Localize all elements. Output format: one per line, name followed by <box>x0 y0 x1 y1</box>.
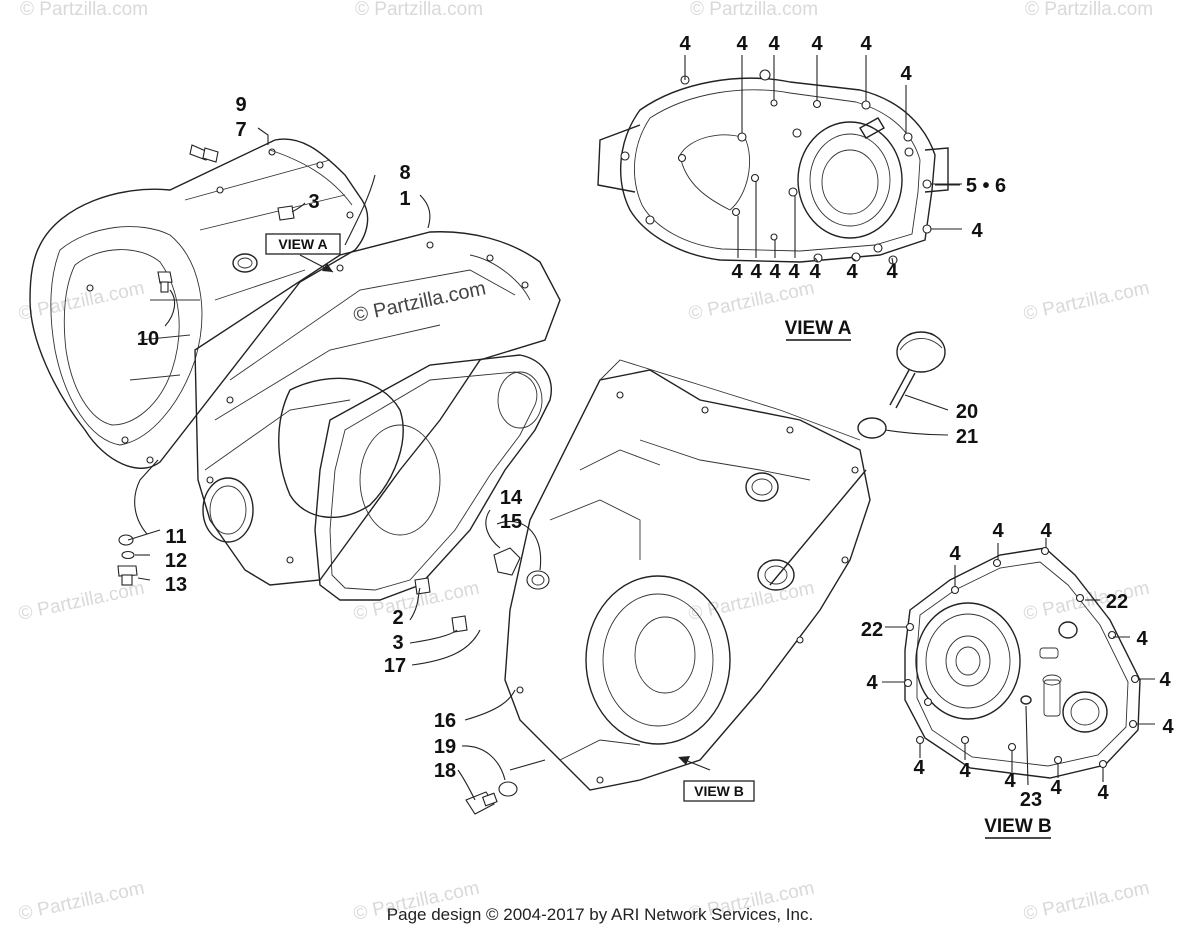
callout-4: 4 <box>736 33 748 55</box>
callout-4: 4 <box>860 33 872 55</box>
bolt-part-9 <box>189 144 219 163</box>
callout-4: 4 <box>809 261 821 283</box>
callout-4: 4 <box>971 220 983 242</box>
callout-3-upper: 3 <box>308 191 319 213</box>
bolt-part-10 <box>157 271 173 293</box>
callout-21: 21 <box>956 426 978 448</box>
watermark: © Partzilla.com <box>17 278 147 325</box>
callout-22: 22 <box>1106 591 1128 613</box>
callout-4: 4 <box>1004 770 1016 792</box>
callout-15: 15 <box>500 511 522 533</box>
watermark: © Partzilla.com <box>355 0 483 20</box>
callout-3-lower: 3 <box>392 632 403 654</box>
view-b-tag: VIEW B <box>683 780 755 802</box>
watermark: © Partzilla.com <box>20 0 148 20</box>
watermark-dark: © Partzilla.com <box>351 277 487 327</box>
watermark: © Partzilla.com <box>1022 278 1152 325</box>
callout-9: 9 <box>235 94 246 116</box>
gasket-part-17 <box>314 354 552 601</box>
callout-4: 4 <box>913 757 925 779</box>
callout-4: 4 <box>1097 782 1109 804</box>
callout-11: 11 <box>165 526 186 548</box>
callout-4: 4 <box>768 33 780 55</box>
inner-clutch-cover <box>194 231 561 586</box>
watermark: © Partzilla.com <box>1022 878 1152 925</box>
callout-4: 4 <box>679 33 691 55</box>
callout-5-6: 5 • 6 <box>966 175 1006 197</box>
plug-parts-14-15 <box>493 547 550 590</box>
view-a-bolt-holes <box>620 69 932 265</box>
callout-4: 4 <box>731 261 743 283</box>
callout-4: 4 <box>866 672 878 694</box>
callout-4: 4 <box>769 261 781 283</box>
watermark: © Partzilla.com <box>17 878 147 925</box>
callout-4: 4 <box>886 261 898 283</box>
watermark-layer: © Partzilla.com © Partzilla.com © Partzi… <box>17 0 1153 925</box>
view-b-leader-lines <box>882 538 1155 786</box>
callout-4: 4 <box>992 520 1004 542</box>
callout-20: 20 <box>956 401 978 423</box>
callout-18: 18 <box>434 760 456 782</box>
callout-4: 4 <box>1050 777 1062 799</box>
view-a-detail <box>597 55 962 265</box>
dipstick-part-20 <box>769 331 946 586</box>
callout-16: 16 <box>434 710 456 732</box>
view-pointer-arrows <box>299 254 711 771</box>
callout-4: 4 <box>959 760 971 782</box>
gasket-part-8 <box>269 149 353 206</box>
callout-4: 4 <box>788 261 800 283</box>
callout-22: 22 <box>861 619 883 641</box>
callout-10: 10 <box>137 328 159 350</box>
callout-4: 4 <box>900 63 912 85</box>
callout-4: 4 <box>1162 716 1174 738</box>
callout-leader-lines <box>127 127 960 801</box>
o-ring-part-21 <box>857 417 887 439</box>
dowel-part-3-upper <box>277 205 295 221</box>
view-a-tag: VIEW A <box>265 233 341 255</box>
view-b-tag-label: VIEW B <box>694 783 744 799</box>
callout-numbers: 9 7 8 1 3 10 11 12 13 14 15 2 3 17 16 19… <box>137 33 1175 811</box>
callout-23: 23 <box>1020 789 1042 811</box>
copyright-footer: Page design © 2004-2017 by ARI Network S… <box>387 905 813 924</box>
drain-bolt-parts-18-19 <box>465 781 518 815</box>
callout-2: 2 <box>392 607 403 629</box>
callout-17: 17 <box>384 655 406 677</box>
callout-14: 14 <box>500 487 523 509</box>
main-cover-part-16 <box>504 359 871 791</box>
view-a-leader-lines <box>684 55 962 265</box>
callout-12: 12 <box>165 550 187 572</box>
callout-4: 4 <box>1159 669 1171 691</box>
callout-1: 1 <box>399 188 410 210</box>
view-b-detail <box>882 538 1155 786</box>
callout-7: 7 <box>235 119 246 141</box>
callout-13: 13 <box>165 574 187 596</box>
view-b-title: VIEW B <box>984 816 1052 837</box>
callout-4: 4 <box>846 261 858 283</box>
watermark: © Partzilla.com <box>1025 0 1153 20</box>
callout-19: 19 <box>434 736 456 758</box>
callout-4: 4 <box>1136 628 1148 650</box>
callout-8: 8 <box>399 162 410 184</box>
view-a-title: VIEW A <box>785 318 852 339</box>
watermark: © Partzilla.com <box>1022 578 1152 625</box>
washer-and-bolt-parts-11-13 <box>117 534 138 586</box>
arrow-head-icon <box>678 756 690 765</box>
watermark: © Partzilla.com <box>687 578 817 625</box>
callout-4: 4 <box>811 33 823 55</box>
view-a-tag-label: VIEW A <box>278 236 327 252</box>
callout-4: 4 <box>750 261 762 283</box>
callout-4: 4 <box>1040 520 1052 542</box>
arrow-head-icon <box>322 263 333 272</box>
view-b-bolt-holes <box>903 546 1140 769</box>
dowel-parts-2-3 <box>414 577 468 633</box>
watermark: © Partzilla.com <box>690 0 818 20</box>
callout-4: 4 <box>949 543 961 565</box>
